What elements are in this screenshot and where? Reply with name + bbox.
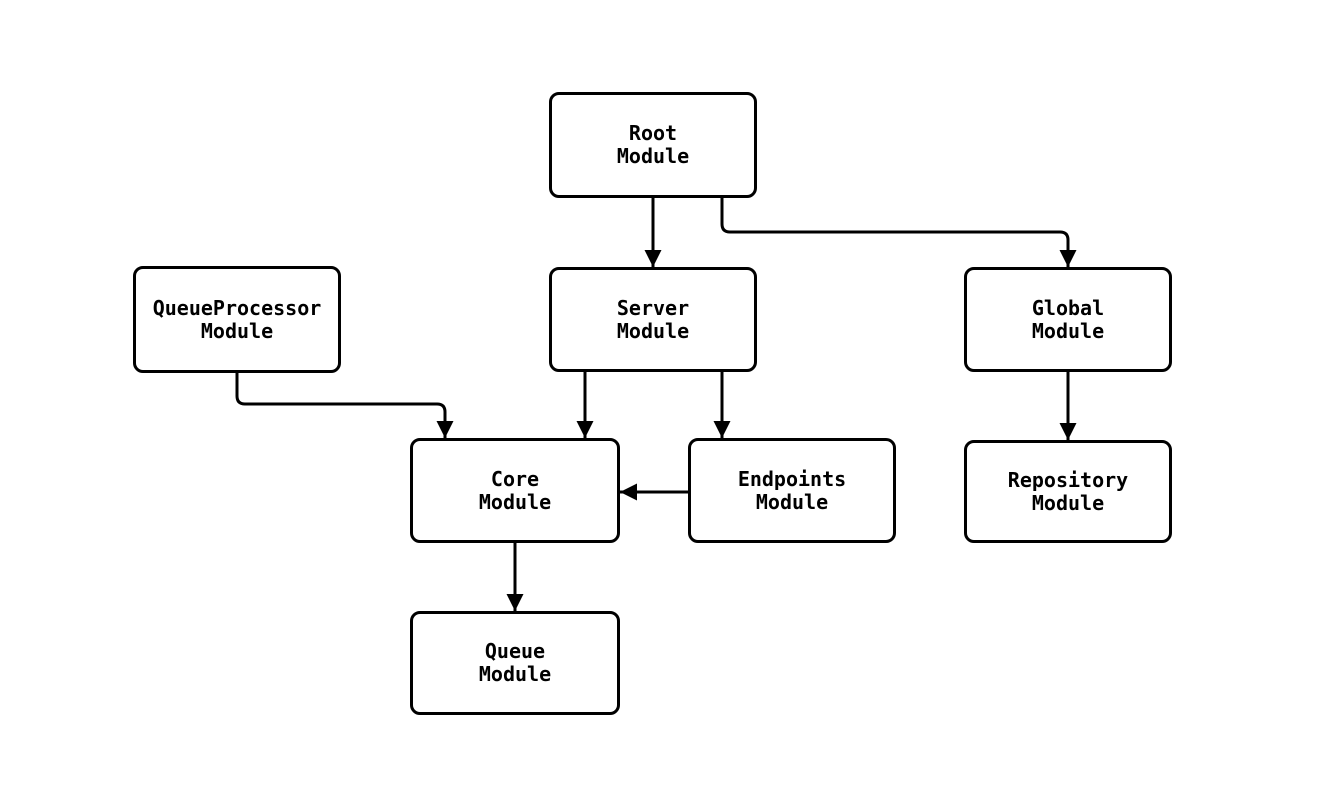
node-label-endpoints-module: Endpoints Module bbox=[737, 466, 847, 514]
node-endpoints-module: Endpoints Module bbox=[688, 438, 896, 543]
node-label-repository-module: Repository Module bbox=[1007, 467, 1129, 515]
node-repository-module: Repository Module bbox=[964, 440, 1172, 543]
node-queueprocessor-module: QueueProcessor Module bbox=[133, 266, 341, 373]
node-root-module: Root Module bbox=[549, 92, 757, 198]
node-label-global-module: Global Module bbox=[1031, 295, 1105, 343]
node-label-core-module: Core Module bbox=[478, 466, 552, 514]
edge-queueprocessor-module-to-core-module bbox=[235, 373, 454, 438]
node-label-server-module: Server Module bbox=[616, 295, 690, 343]
node-server-module: Server Module bbox=[549, 267, 757, 372]
edge-root-module-to-global-module bbox=[720, 198, 1077, 267]
node-core-module: Core Module bbox=[410, 438, 620, 543]
node-queue-module: Queue Module bbox=[410, 611, 620, 715]
node-label-queueprocessor-module: QueueProcessor Module bbox=[152, 295, 322, 343]
node-global-module: Global Module bbox=[964, 267, 1172, 372]
node-label-queue-module: Queue Module bbox=[478, 639, 552, 686]
node-label-root-module: Root Module bbox=[616, 121, 690, 168]
